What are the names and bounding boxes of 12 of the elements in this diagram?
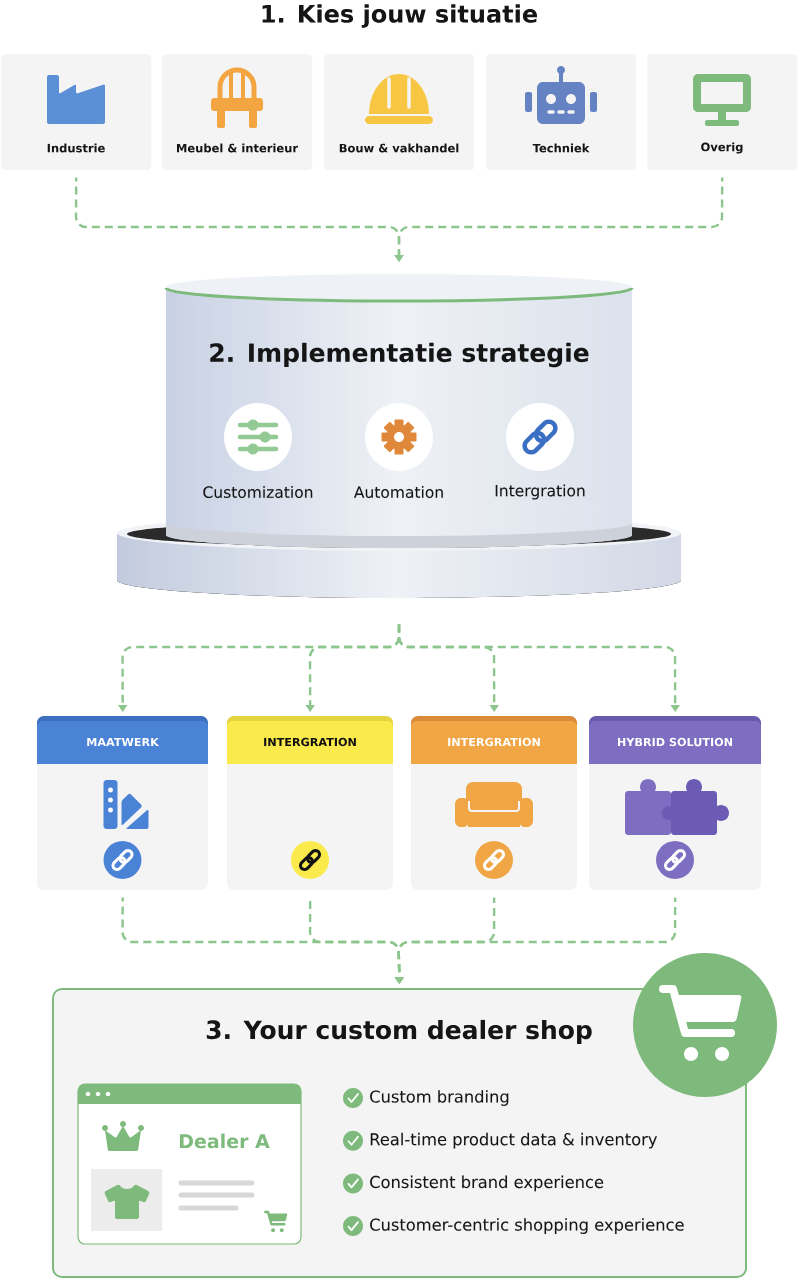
solution-card: MAATWERK <box>37 716 208 890</box>
checklist-item: Consistent brand experience <box>370 1175 604 1192</box>
category-card: Meubel & interieur <box>162 54 313 171</box>
feature-label: Customization <box>203 486 313 498</box>
arrow <box>397 624 680 712</box>
heading: 1. Kies jouw situatie <box>262 4 537 28</box>
checklist-item: Real-time product data & inventory <box>370 1132 657 1149</box>
feature-label: Automation <box>354 486 443 498</box>
checklist-item: Custom branding <box>370 1090 509 1106</box>
solution-card: INTERGRATION <box>227 716 393 890</box>
feature-label: Intergration <box>495 484 585 500</box>
checklist-item: Customer-centric shopping experience <box>370 1218 684 1235</box>
